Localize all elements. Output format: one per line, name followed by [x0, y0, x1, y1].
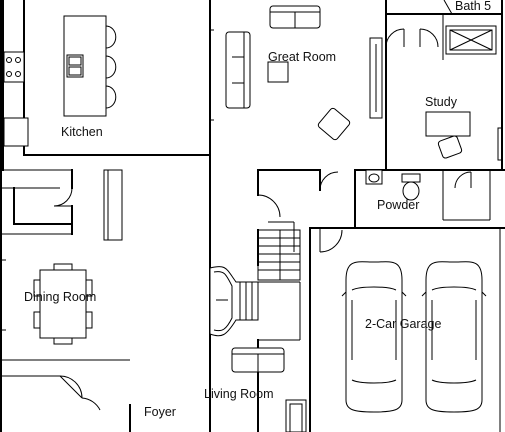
door-swing-icon: [81, 397, 101, 411]
car-icon: [425, 261, 483, 413]
room-labels: Bath 5 Great Room Kitchen Study Powder D…: [24, 0, 491, 419]
powder-fixtures: [365, 169, 421, 201]
stool-icon: [105, 85, 117, 109]
stool-icon: [105, 25, 117, 49]
chair-icon: [437, 135, 463, 159]
stool-icon: [105, 55, 117, 79]
garage-cars: [341, 261, 487, 413]
chair-icon: [33, 279, 40, 297]
door-swing-icon: [385, 28, 405, 48]
door-swing-icon: [53, 187, 73, 207]
room-label-dining-room: Dining Room: [24, 290, 96, 304]
dining-table-icon: [39, 269, 87, 339]
chair-icon: [33, 311, 40, 329]
room-label-study: Study: [425, 95, 458, 109]
room-label-foyer: Foyer: [144, 405, 176, 419]
chair-icon: [53, 263, 73, 270]
sink-icon: [66, 54, 84, 78]
door-swing-icon: [454, 171, 472, 189]
door-swing-icon: [319, 171, 339, 191]
chair-icon: [86, 279, 93, 297]
stove-icon: [3, 51, 25, 83]
room-label-living-room: Living Room: [204, 387, 273, 401]
refrigerator-icon: [3, 117, 29, 147]
toilet-icon: [402, 181, 420, 201]
sofa-icon: [225, 31, 251, 109]
room-label-bath5: Bath 5: [455, 0, 491, 13]
ottoman-icon: [267, 61, 289, 83]
study-furniture: [425, 111, 503, 161]
bath5-fixtures: [443, 0, 497, 55]
stairs-icon: [209, 221, 301, 337]
desk-icon: [425, 111, 471, 137]
window-icon: [497, 127, 503, 161]
dining-furniture: [33, 263, 93, 345]
room-label-great-room: Great Room: [268, 50, 336, 64]
room-label-kitchen: Kitchen: [61, 125, 103, 139]
great-room-furniture: [225, 5, 383, 141]
car-icon: [345, 261, 403, 413]
room-label-powder: Powder: [377, 198, 419, 212]
living-room-furniture: [231, 347, 307, 432]
doors: [53, 28, 472, 411]
chair-icon: [86, 311, 93, 329]
door-swing-icon: [257, 194, 281, 218]
kitchen-fixtures: [3, 15, 117, 147]
chair-icon: [53, 338, 73, 345]
armchair-icon: [285, 399, 307, 432]
armchair-icon: [317, 107, 351, 141]
kitchen-island: [63, 15, 107, 117]
room-label-garage: 2-Car Garage: [365, 317, 441, 331]
door-swing-icon: [59, 375, 83, 399]
door-swing-icon: [319, 229, 343, 253]
door-swing-icon: [419, 28, 439, 48]
toilet-tank-icon: [401, 173, 421, 183]
